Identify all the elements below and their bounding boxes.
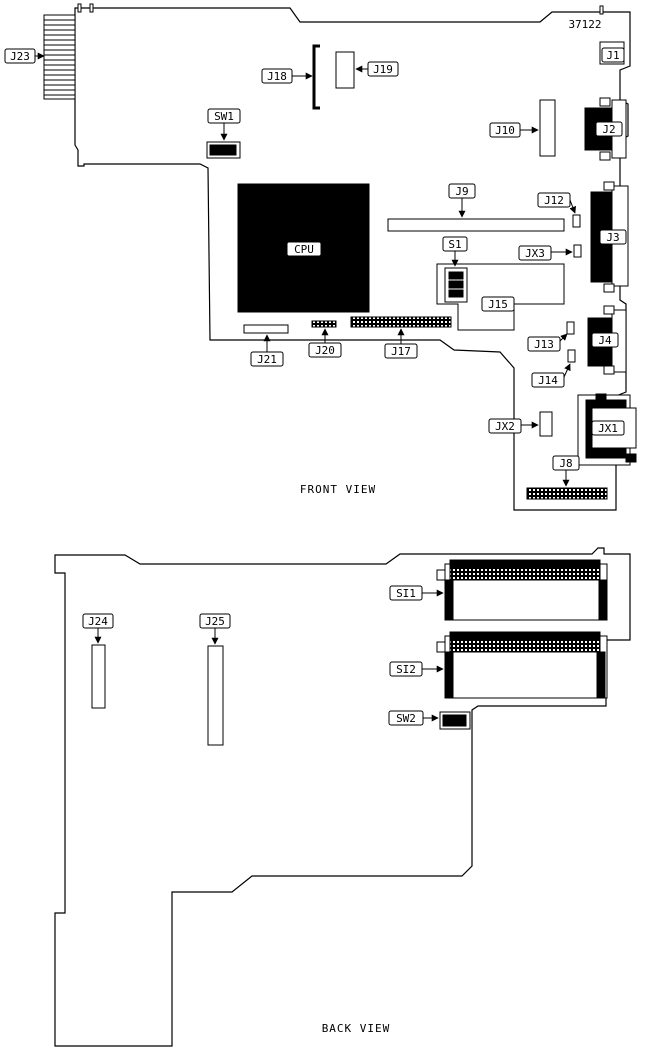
j17-header [350, 316, 452, 328]
label-j14: J14 [538, 374, 558, 387]
label-j19: J19 [373, 63, 393, 76]
j9-slot [387, 218, 565, 232]
part-number: 37122 [568, 18, 601, 31]
label-sw1: SW1 [214, 110, 234, 123]
j19-component [335, 51, 355, 89]
si1-simm-slot [436, 559, 608, 621]
j20-connector [311, 320, 337, 328]
j13-jumper [566, 321, 575, 335]
label-s1: S1 [448, 238, 461, 251]
j24-connector [91, 644, 106, 709]
label-jx1: JX1 [598, 422, 618, 435]
label-si1: SI1 [396, 587, 416, 600]
j25-connector [207, 645, 224, 746]
j23-edge-connector [43, 14, 76, 100]
label-j9: J9 [455, 185, 468, 198]
j18-component [312, 44, 320, 110]
jx3-jumper [573, 244, 582, 258]
j12-jumper [572, 214, 581, 228]
label-j12: J12 [544, 194, 564, 207]
label-j4: J4 [598, 334, 612, 347]
j8-header [526, 487, 608, 500]
label-j3: J3 [606, 231, 619, 244]
label-j23: J23 [10, 50, 30, 63]
front-top-tab [89, 3, 94, 13]
label-j1: J1 [606, 49, 619, 62]
s1-switch [436, 263, 565, 331]
label-j25: J25 [205, 615, 225, 628]
back-board-outline [54, 547, 631, 1047]
label-j17: J17 [391, 345, 411, 358]
label-j24: J24 [88, 615, 108, 628]
front-view: 37122 [4, 3, 637, 511]
label-cpu: CPU [294, 243, 314, 256]
front-view-caption: FRONT VIEW [300, 483, 376, 496]
label-j13: J13 [534, 338, 554, 351]
label-j10: J10 [495, 124, 515, 137]
j14-jumper [567, 349, 576, 363]
si2-simm-slot [436, 631, 608, 699]
back-view-caption: BACK VIEW [322, 1022, 391, 1035]
label-jx2: JX2 [495, 420, 515, 433]
back-callouts: SI1 SI2 J24 J25 SW2 [82, 585, 444, 726]
back-view: SI1 SI2 J24 J25 SW2 BACK VIEW [54, 547, 631, 1047]
j21-connector [243, 324, 289, 334]
front-top-tab [599, 5, 604, 15]
label-jx3: JX3 [525, 247, 545, 260]
label-j8: J8 [559, 457, 572, 470]
label-j15: J15 [488, 298, 508, 311]
sw1-switch [206, 141, 241, 159]
front-callouts: J23 J18 J19 SW1 J1 J10 J2 [4, 47, 627, 487]
label-j21: J21 [257, 353, 277, 366]
sw2-switch [439, 711, 471, 730]
j10-connector [539, 99, 556, 157]
label-j2: J2 [602, 123, 615, 136]
front-top-tab [77, 3, 82, 13]
label-sw2: SW2 [396, 712, 416, 725]
label-j18: J18 [267, 70, 287, 83]
jx2-connector [539, 411, 553, 437]
label-si2: SI2 [396, 663, 416, 676]
label-j20: J20 [315, 344, 335, 357]
